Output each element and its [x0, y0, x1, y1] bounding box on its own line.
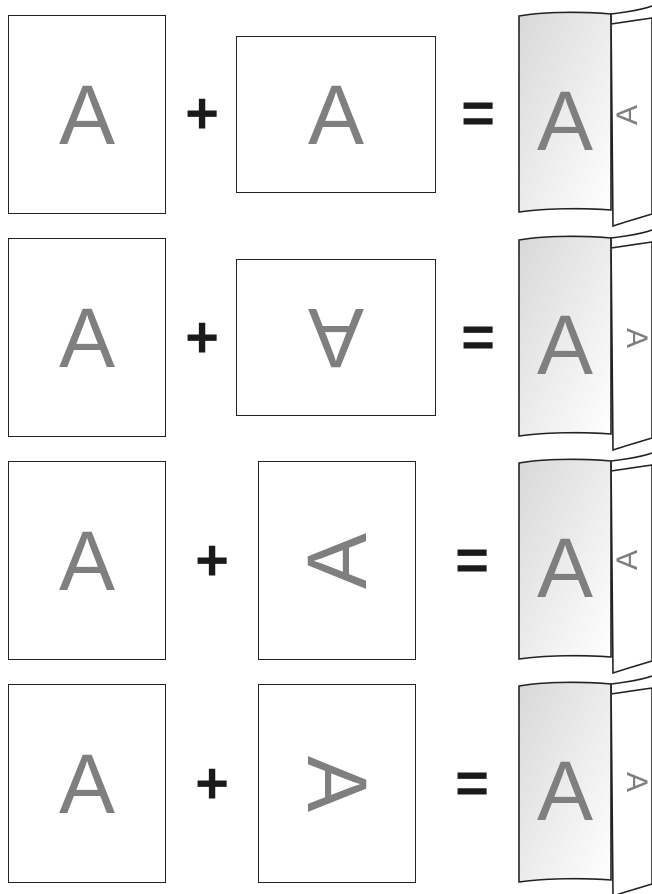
- plus-sign: +: [185, 85, 219, 143]
- front-page: A: [8, 461, 166, 660]
- equals-sign: =: [461, 309, 495, 367]
- example-row-2: A + A = A A: [0, 224, 652, 448]
- equals-sign: =: [455, 755, 489, 813]
- result-front-letter: A: [537, 744, 593, 838]
- front-page-letter: A: [59, 742, 115, 826]
- front-page-letter: A: [59, 296, 115, 380]
- front-page: A: [8, 238, 166, 437]
- back-page-letter: A: [295, 532, 379, 588]
- back-page-letter: A: [295, 755, 379, 811]
- plus-sign: +: [195, 755, 229, 813]
- example-row-1: A + A = A A: [0, 0, 652, 224]
- result-front-letter: A: [537, 521, 593, 615]
- plus-sign: +: [195, 532, 229, 590]
- front-page-letter: A: [59, 519, 115, 603]
- result-back-letter: A: [620, 772, 652, 792]
- equals-sign: =: [455, 532, 489, 590]
- example-row-3: A + A = A A: [0, 447, 652, 671]
- back-page: A: [258, 461, 416, 660]
- result-back-letter: A: [611, 550, 644, 570]
- printed-sheet-result: A A: [507, 670, 652, 894]
- back-page: A: [258, 684, 416, 883]
- example-row-4: A + A = A A: [0, 670, 652, 894]
- printed-sheet-result: A A: [507, 224, 652, 448]
- printed-sheet-result: A A: [507, 447, 652, 671]
- result-front-letter: A: [537, 74, 593, 168]
- plus-sign: +: [185, 309, 219, 367]
- result-front-letter: A: [537, 298, 593, 392]
- printed-sheet-result: A A: [507, 0, 652, 224]
- front-page-letter: A: [59, 73, 115, 157]
- back-page: A: [236, 36, 436, 193]
- result-back-letter: A: [620, 328, 652, 348]
- equals-sign: =: [461, 85, 495, 143]
- back-page-letter: A: [308, 296, 364, 380]
- back-page-letter: A: [308, 73, 364, 157]
- result-back-letter: A: [611, 105, 644, 125]
- front-page: A: [8, 15, 166, 214]
- back-page: A: [236, 259, 436, 416]
- front-page: A: [8, 684, 166, 883]
